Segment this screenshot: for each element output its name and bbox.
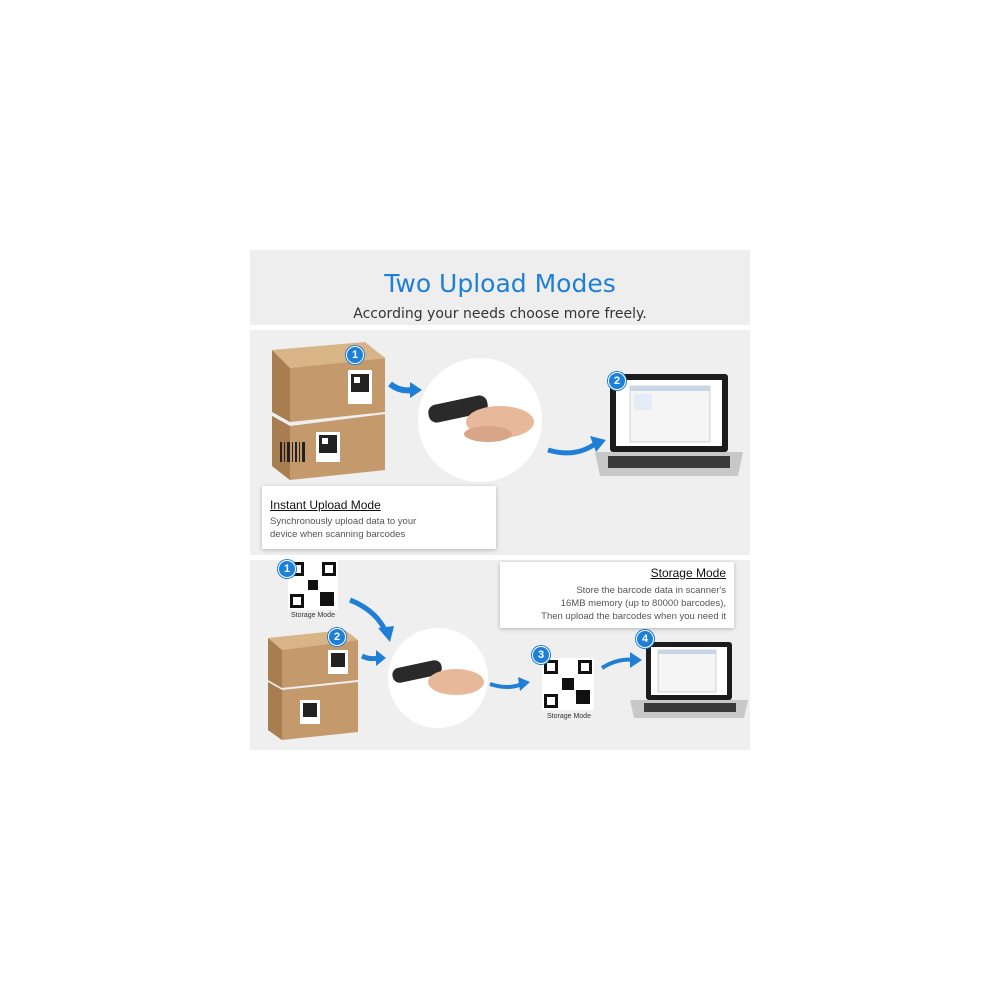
instant-upload-panel: 1 2 Instant Upload Mode Synchronously up… [250,330,750,555]
step-badge-1: 1 [346,346,364,364]
arrow-icon [376,650,386,666]
step-badge-2: 2 [608,372,626,390]
arrow-icon [410,382,422,398]
storage-mode-desc-line1: Store the barcode data in scanner's [576,584,726,597]
storage-mode-card: Storage Mode Store the barcode data in s… [500,562,734,628]
box-icon [268,682,358,740]
step-badge-1: 1 [278,560,296,578]
arrow-icon [378,626,394,642]
storage-mode-desc-line3: Then upload the barcodes when you need i… [541,610,726,623]
page-subtitle: According your needs choose more freely. [250,306,750,322]
instant-mode-card: Instant Upload Mode Synchronously upload… [262,486,496,549]
storage-mode-title: Storage Mode [651,566,726,580]
header-banner: Two Upload Modes According your needs ch… [250,250,750,325]
page-title: Two Upload Modes [250,269,750,298]
qr-code-icon [542,658,594,710]
step-badge-4: 4 [636,630,654,648]
instant-mode-desc-line2: device when scanning barcodes [270,528,405,541]
storage-mode-qr-label: Storage Mode [534,713,604,720]
instant-mode-title: Instant Upload Mode [270,498,381,512]
arrow-icon [490,684,522,687]
arrow-icon [548,444,595,453]
laptop-icon [630,642,748,718]
storage-mode-qr-label: Storage Mode [278,612,348,619]
step-badge-3: 3 [532,646,550,664]
arrow-icon [518,677,530,691]
arrow-icon [350,600,385,630]
step-badge-2: 2 [328,628,346,646]
storage-mode-panel: 1 2 3 4 Storage Mode Storage Mode Storag… [250,560,750,750]
arrow-icon [362,656,378,659]
arrow-icon [630,652,642,668]
box-icon [272,342,385,422]
arrow-icon [390,384,412,390]
box-icon [272,414,385,480]
arrow-icon [602,660,634,668]
instant-mode-desc-line1: Synchronously upload data to your [270,515,416,528]
storage-mode-desc-line2: 16MB memory (up to 80000 barcodes), [561,597,726,610]
